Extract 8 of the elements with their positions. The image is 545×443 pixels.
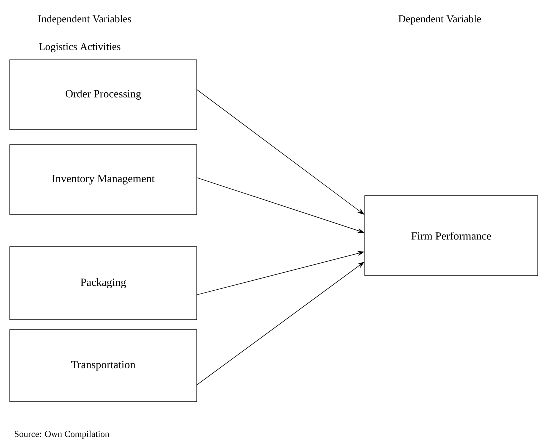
variable-box: Order Processing — [10, 60, 198, 130]
variable-box: Firm Performance — [364, 196, 538, 276]
heading-label: Dependent Variable — [398, 15, 482, 25]
source-note: Source: Own Compilation — [14, 430, 110, 440]
variable-box: Transportation — [10, 330, 198, 402]
heading-label: Independent Variables — [38, 15, 132, 25]
variable-box: Inventory Management — [10, 144, 198, 216]
variable-box: Packaging — [10, 246, 198, 320]
